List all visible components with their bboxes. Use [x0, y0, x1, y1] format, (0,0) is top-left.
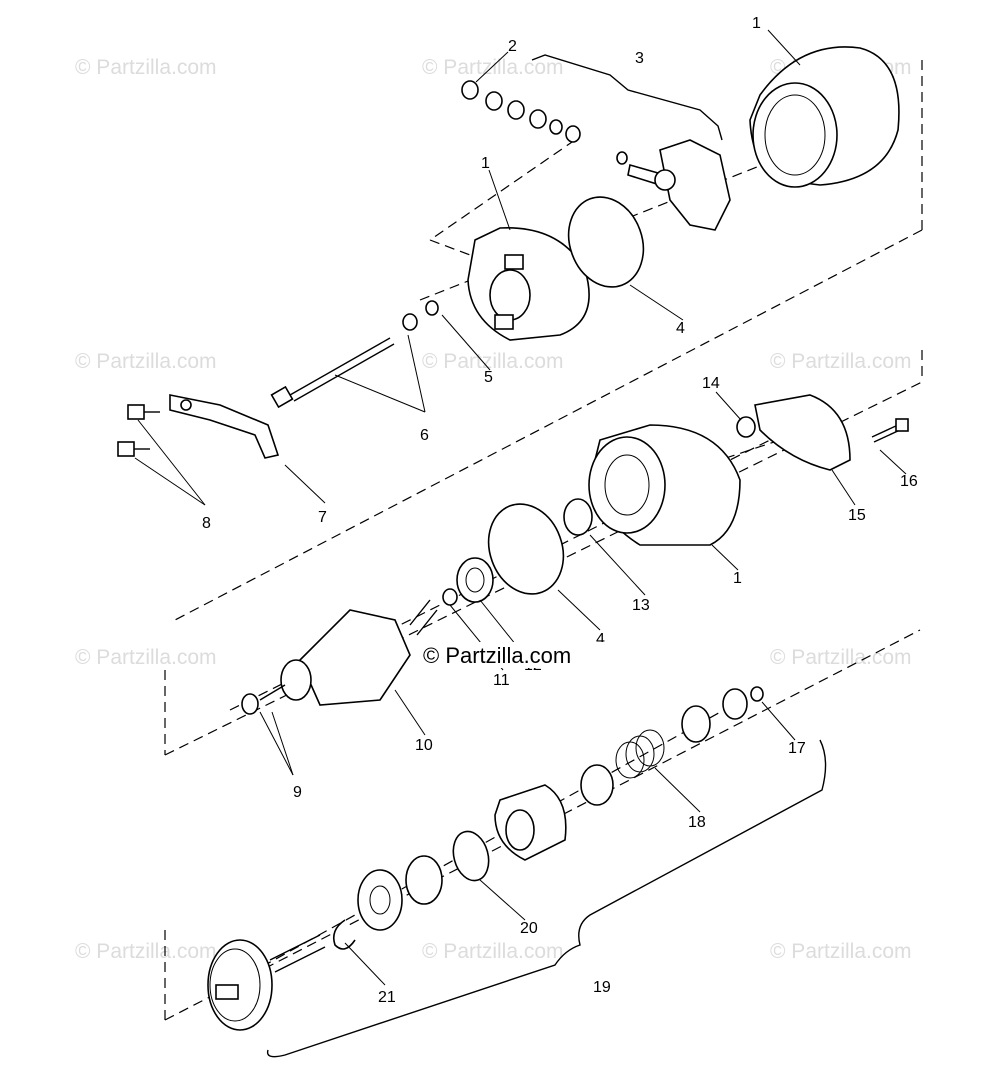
callout-labels: 1 2 3 1 4 5 6 7 8 14 16 15 1 13 4 12 11 …	[202, 15, 918, 1006]
callout-label: 7	[318, 509, 327, 526]
callout-label: 4	[596, 631, 605, 648]
watermark-text: © Partzilla.com	[422, 350, 564, 373]
through-bolt	[270, 313, 418, 409]
callout-label: 17	[788, 740, 806, 757]
callout-label: 21	[378, 989, 396, 1006]
watermark-text: © Partzilla.com	[75, 350, 217, 373]
drive-housing	[588, 424, 741, 546]
ring-20	[452, 830, 490, 882]
callout-label: 19	[593, 979, 611, 996]
watermark-text: © Partzilla.com	[422, 56, 564, 79]
leader-lines	[134, 29, 907, 986]
gasket	[754, 394, 851, 471]
watermark-text: © Partzilla.com	[422, 940, 564, 963]
yoke-housing	[749, 46, 900, 188]
callout-label: 16	[900, 473, 918, 490]
thrust-washer	[357, 869, 403, 931]
snap-ring	[332, 919, 356, 950]
watermark-text: © Partzilla.com	[770, 646, 912, 669]
callout-label: 4	[676, 320, 685, 337]
washer-set	[461, 80, 581, 143]
watermark-text: © Partzilla.com	[75, 940, 217, 963]
o-ring-top	[567, 196, 645, 288]
callout-label: 15	[848, 507, 866, 524]
thrust-washer-inner	[369, 885, 391, 915]
callout-label: 1	[481, 155, 490, 172]
callout-label: 1	[752, 15, 761, 32]
washer-14	[736, 416, 756, 438]
brush-holder	[616, 139, 731, 231]
callout-label: 2	[508, 38, 517, 55]
armature	[259, 599, 438, 706]
o-ring-13	[563, 498, 593, 536]
callout-label: 14	[702, 375, 720, 392]
callout-label: 9	[293, 784, 302, 801]
callout-label: 3	[635, 50, 644, 67]
callout-label: 18	[688, 814, 706, 831]
bolt-16	[871, 418, 909, 443]
mount-bolts	[117, 404, 160, 457]
callout-label: 5	[484, 369, 493, 386]
callout-label: 11	[493, 672, 510, 689]
callout-label: 8	[202, 515, 211, 532]
watermark-text: © Partzilla.com	[75, 56, 217, 79]
callout-label: 10	[415, 737, 433, 754]
o-ring-middle	[487, 503, 565, 595]
washer-11	[442, 588, 458, 606]
end-cover	[467, 227, 590, 341]
group-braces	[266, 54, 827, 1058]
watermarks: © Partzilla.com © Partzilla.com © Partzi…	[75, 56, 912, 963]
washer-9	[241, 693, 259, 715]
callout-label: 13	[632, 597, 650, 614]
mounting-bracket	[169, 394, 280, 459]
watermark-text: © Partzilla.com	[770, 350, 912, 373]
collar	[405, 855, 443, 905]
watermark-text: © Partzilla.com	[770, 940, 912, 963]
watermark-text: © Partzilla.com	[75, 646, 217, 669]
callout-label: 1	[733, 570, 742, 587]
callout-label: 6	[420, 427, 429, 444]
center-watermark-bg	[420, 642, 606, 668]
drive-small-parts	[580, 686, 764, 806]
reduction-gear	[207, 934, 326, 1031]
callout-label: 20	[520, 920, 538, 937]
overrunning-clutch	[494, 784, 567, 861]
center-watermark: © Partzilla.com	[423, 643, 571, 668]
washer-small	[425, 300, 439, 316]
bearing	[456, 557, 494, 603]
